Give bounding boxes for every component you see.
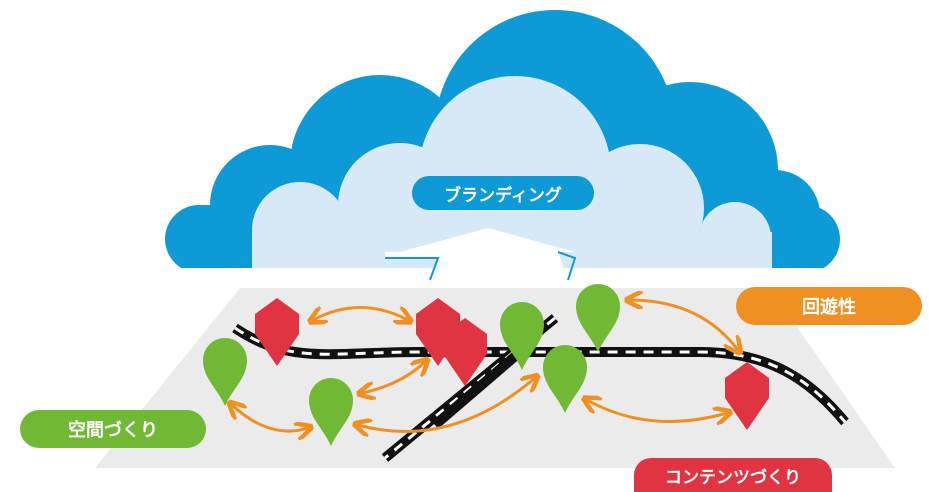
branding-label: ブランディング bbox=[412, 176, 594, 210]
arrow-2 bbox=[232, 405, 308, 431]
arrow-4 bbox=[358, 378, 535, 431]
green-pin-icon-5 bbox=[500, 302, 544, 370]
pins-layer bbox=[203, 284, 769, 446]
arrow-5 bbox=[630, 300, 738, 350]
green-pin-icon-7 bbox=[543, 345, 587, 413]
flow-arrows bbox=[232, 300, 738, 431]
red-pin-icon-9 bbox=[725, 362, 769, 430]
red-pin-icon-1 bbox=[255, 298, 299, 366]
green-pin-icon-8 bbox=[309, 378, 353, 446]
up-arrow-edge-right bbox=[557, 251, 577, 281]
arrow-1 bbox=[313, 306, 408, 321]
up-arrow-edge bbox=[385, 257, 440, 281]
up-arrow bbox=[385, 228, 575, 280]
kukan-label: 空間づくり bbox=[20, 410, 206, 448]
green-pin-icon-2 bbox=[203, 338, 247, 406]
red-pin-icon-4 bbox=[443, 318, 487, 386]
green-pin-icon-6 bbox=[576, 284, 620, 352]
arrow-6 bbox=[587, 400, 727, 421]
content-label: コンテンツづくり bbox=[634, 458, 832, 492]
kaiyusei-label: 回遊性 bbox=[736, 287, 922, 325]
